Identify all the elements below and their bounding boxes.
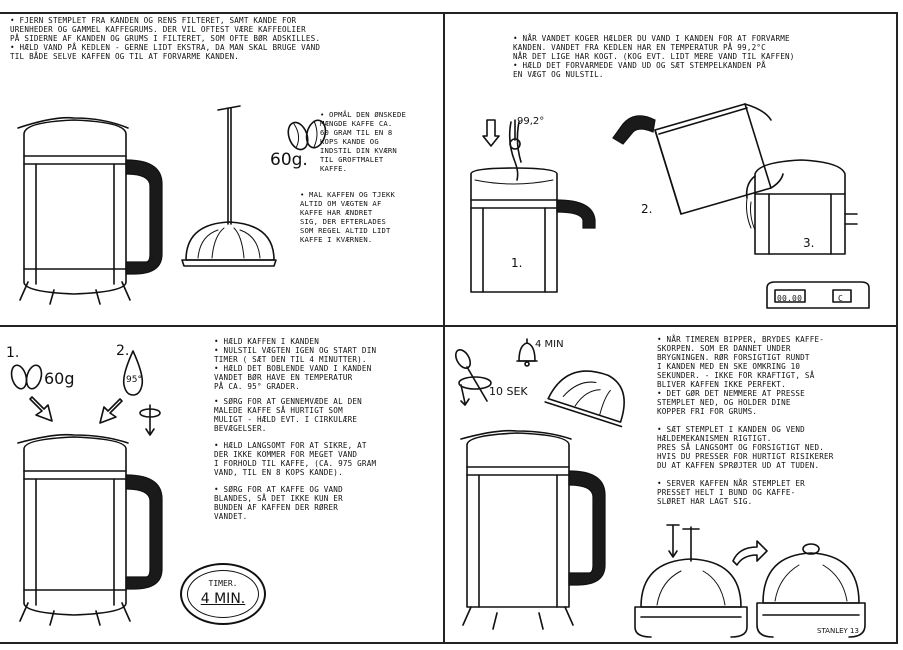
p3-water-temp: 95°: [126, 375, 142, 385]
scale-button: C: [838, 294, 844, 303]
water-stream: [508, 121, 522, 181]
panel-step-2: • NÅR VANDET KOGER HÆLDER DU VAND I KAND…: [445, 14, 896, 325]
p3-step-number-2: 2.: [116, 343, 130, 359]
p3-coffee-amount: 60g: [44, 369, 75, 388]
panel3-text-2: • SØRG FOR AT GENNEMVÆDE AL DEN MALEDE K…: [214, 397, 362, 433]
french-press-empty-illustration: [17, 116, 163, 305]
step-number-1: 1.: [511, 256, 523, 270]
plunger-illustration: [181, 105, 277, 267]
spoon-icon: [454, 349, 488, 402]
coffee-beans-icon: [287, 119, 327, 151]
panel-step-4: 4 MIN 10 SEK • NÅR TIMEREN BIPPER, BRYDE…: [445, 327, 896, 642]
coffee-amount-label: 60g.: [270, 150, 308, 170]
arrow-left-icon: [29, 396, 53, 422]
arrow-right-icon: [99, 398, 123, 424]
panel4-text-3: • SERVER KAFFEN NÅR STEMPLET ER PRESSET …: [657, 479, 805, 506]
border-middle: [0, 325, 898, 327]
panel1-text-measure: • OPMÅL DEN ØNSKEDE MÆNGDE KAFFE CA. 60 …: [320, 110, 407, 173]
signature: STANLEY 13: [817, 627, 859, 635]
panel3-text-1: • HÆLD KAFFEN I KANDEN • NULSTIL VÆGTEN …: [214, 337, 377, 391]
panel2-text: • NÅR VANDET KOGER HÆLDER DU VAND I KAND…: [513, 34, 795, 79]
step-number-3: 3.: [803, 236, 815, 250]
bell-time-label: 4 MIN: [535, 339, 564, 350]
border-right: [896, 12, 898, 644]
panel1-text-top: • FJERN STEMPLET FRA KANDEN OG RENS FILT…: [10, 16, 321, 61]
press-before-illustration: [634, 526, 748, 638]
panel4-text-1: • NÅR TIMEREN BIPPER, BRYDES KAFFE- SKOR…: [657, 335, 825, 416]
stir-time-label: 10 SEK: [489, 385, 528, 398]
press-down-arrow-icon: [666, 524, 680, 558]
french-press-preheat-illustration: [470, 167, 596, 293]
kitchen-scale-illustration: [766, 281, 870, 309]
timer-label: TIMER.: [208, 579, 238, 588]
curved-arrow-icon: [732, 540, 768, 566]
border-bottom: [0, 642, 898, 644]
french-press-brewing-illustration: [17, 433, 163, 626]
panel3-text-3: • HÆLD LANGSOMT FOR AT SIKRE, AT DER IKK…: [214, 441, 377, 477]
timer-badge: TIMER. 4 MIN.: [180, 563, 266, 625]
panel-step-3: 1. 60g 2. 95°: [0, 327, 443, 642]
coffee-beans-icon-small: [10, 364, 43, 390]
border-top: [0, 12, 898, 14]
stir-icon: [139, 404, 161, 436]
scale-display: 00.00: [777, 294, 803, 303]
panel-step-1: • FJERN STEMPLET FRA KANDEN OG RENS FILT…: [0, 14, 443, 325]
bell-icon: [516, 338, 538, 367]
french-press-full-illustration: [460, 429, 606, 630]
stir-circle-icon: [458, 376, 492, 406]
down-arrow-icon: [482, 119, 500, 147]
plunger-lid-illustration: [544, 370, 625, 428]
border-vertical: [443, 12, 445, 644]
french-press-emptying-illustration: [745, 159, 858, 255]
press-after-illustration: [756, 543, 866, 638]
panel3-text-4: • SØRG FOR AT KAFFE OG VAND BLANDES, SÅ …: [214, 485, 343, 521]
water-temperature-label: 99,2°: [517, 116, 545, 127]
kettle-pouring-illustration: [612, 103, 784, 215]
panel1-text-grind: • MAL KAFFEN OG TJEKK ALTID OM VÆGTEN AF…: [300, 190, 396, 244]
timer-value: 4 MIN.: [200, 591, 246, 607]
water-drop-icon: [122, 350, 144, 396]
p3-step-number-1: 1.: [6, 345, 20, 361]
step-number-2: 2.: [641, 202, 653, 216]
panel4-text-2: • SÆT STEMPLET I KANDEN OG VEND HÆLDEMEK…: [657, 425, 834, 470]
